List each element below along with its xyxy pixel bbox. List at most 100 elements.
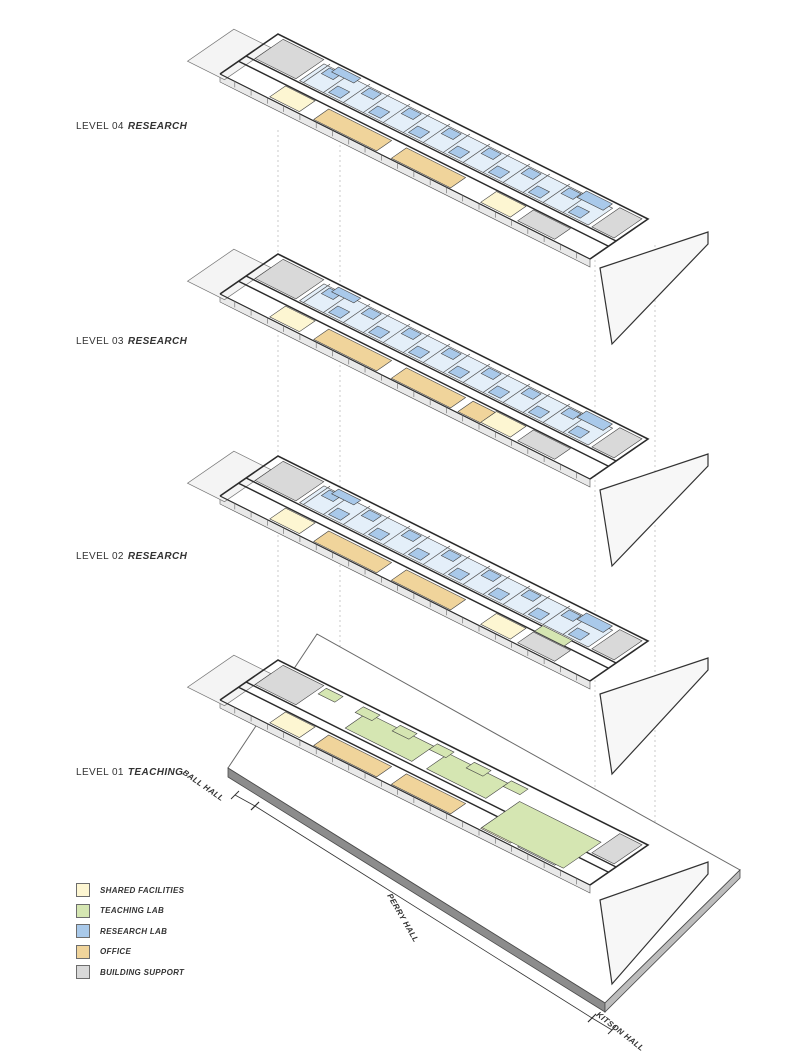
room-office [313,328,393,372]
room-research-lab [328,85,351,99]
legend-label: OFFICE [100,947,132,957]
room-research-lab [520,589,542,602]
room-building-support [517,631,571,662]
room-research-lab [487,587,511,601]
room-research-lab [480,569,502,582]
room-teaching-lab [426,753,509,799]
legend-item-research-lab: RESEARCH LAB [76,921,184,942]
room-research-lab [480,367,502,380]
room-research-lab [400,107,422,120]
room-research-lab [560,609,582,622]
stair-wing [186,28,272,81]
lab-partition [443,133,471,153]
floor-plate [186,654,709,986]
link-bridge [599,657,709,776]
room-building-support [254,258,325,300]
room-research-lab [400,529,422,542]
lab-partition [363,313,391,333]
link-bridge [599,231,709,346]
room-teaching-lab [428,743,455,759]
room-research-lab [360,307,382,320]
room-research-lab [527,405,551,419]
room-office [390,569,467,611]
room-teaching-lab [465,761,492,777]
lab-partition [303,283,331,303]
legend-label: TEACHING LAB [100,906,165,916]
floor-plates [186,28,709,986]
floor-plate [186,28,709,346]
level-number: LEVEL 04 [76,121,124,132]
room-office [457,400,496,424]
room-research-lab [440,549,462,562]
room-research-lab [567,425,591,439]
room-teaching-lab [391,724,418,740]
room-research-lab [520,387,542,400]
lab-partition [403,113,431,133]
site-edge-side [604,869,741,1013]
level-number: LEVEL 03 [76,336,124,347]
lab-partition [542,605,570,625]
dimension-tick [607,1025,617,1035]
room-building-support [254,460,325,502]
room-research-lab [368,105,391,119]
kitson-hall-dimension [591,1017,613,1031]
room-teaching-lab [502,780,529,796]
room-shared-facilities [269,711,316,738]
room-building-support [517,429,571,460]
lab-partition [423,343,451,363]
lab-partition [522,173,550,193]
lab-partition [462,143,491,163]
legend-swatch [76,965,90,980]
lab-partition [542,183,570,203]
exterior-wall [219,33,650,260]
lab-partition [462,565,491,585]
room-office [390,367,467,409]
lab-partition [443,353,471,373]
room-research-lab [368,325,391,339]
lab-partition [482,373,511,393]
room-research-lab [447,145,471,159]
room-research-lab [576,410,613,431]
room-research-lab [440,127,462,140]
room-research-lab [331,66,362,84]
legend-item-shared-facilities: SHARED FACILITIES [76,880,184,901]
room-research-lab [576,190,613,211]
room-research-lab [487,165,511,179]
legend-label: BUILDING SUPPORT [100,967,185,977]
room-research-lab [368,527,391,541]
room-shared-facilities [480,613,527,640]
lab-partition [482,575,511,595]
room-office [313,734,393,778]
legend-swatch [76,924,90,939]
lab-partition [303,63,331,83]
level-number: LEVEL 01 [76,767,124,778]
room-research-lab [407,547,431,561]
room-research-lab [567,205,591,219]
lab-partition [443,555,471,575]
dimension-tick [250,801,260,811]
room-shared-facilities [480,191,527,218]
lab-partition [363,515,391,535]
room-building-support [591,427,643,459]
legend-item-office: OFFICE [76,942,184,963]
room-teaching-lab [534,625,573,647]
room-shared-facilities [269,305,316,333]
room-research-lab [360,509,382,522]
legend-swatch [76,883,90,898]
room-building-support [254,38,325,80]
legend-swatch [76,903,90,918]
lab-partition [383,323,411,343]
level-use: RESEARCH [127,121,188,132]
stair-wing [186,654,272,707]
exterior-wall [219,73,591,260]
exterior-wall [219,659,650,886]
exterior-wall [219,455,650,682]
legend-item-teaching-lab: TEACHING LAB [76,901,184,922]
exterior-wall [219,699,591,886]
legend-label: RESEARCH LAB [100,926,168,936]
room-teaching-lab [354,706,381,722]
level-use: TEACHING [127,767,184,778]
room-research-lab [487,385,511,399]
room-research-lab [328,507,351,521]
